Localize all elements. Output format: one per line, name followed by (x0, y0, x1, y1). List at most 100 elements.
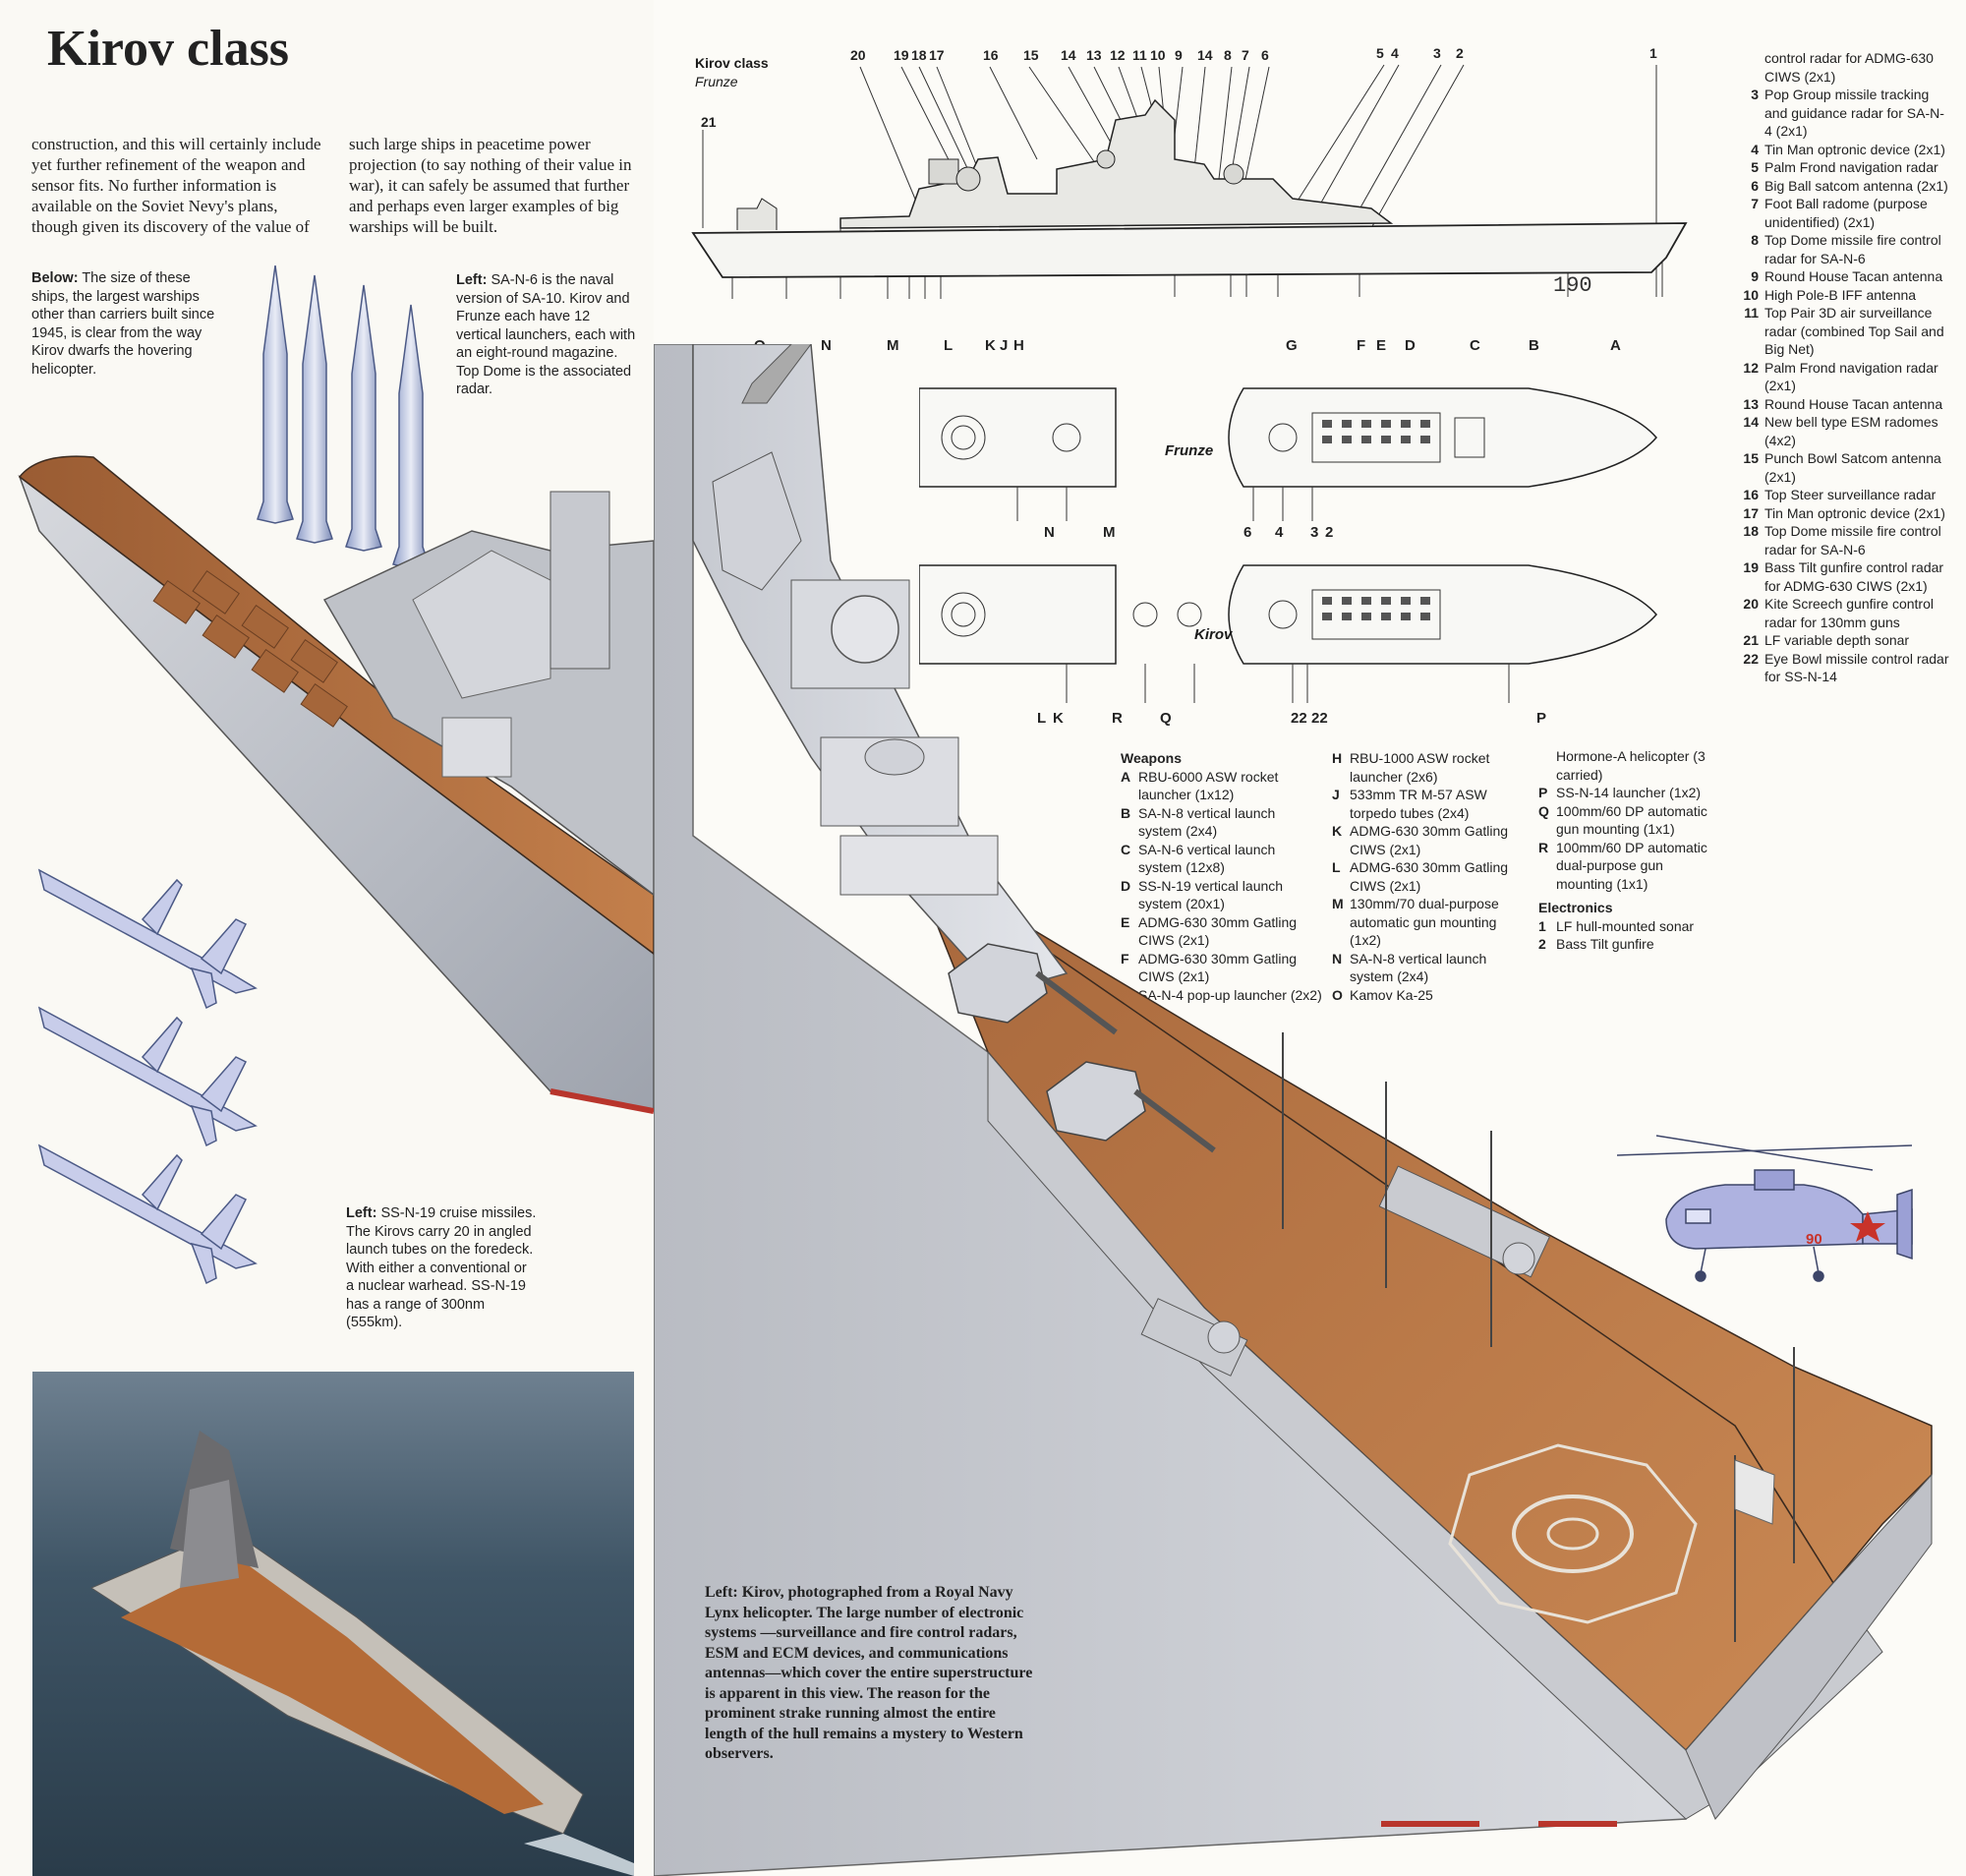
frunze-side-profile-drawing (691, 64, 1688, 299)
callout-3: 3 (1433, 45, 1441, 61)
letter-J: J (1000, 337, 1009, 354)
plan-letter-K: K (1053, 710, 1064, 727)
callout-5: 5 (1376, 45, 1384, 61)
caption-sa-n-6: Left: SA-N-6 is the naval version of SA-… (456, 271, 638, 399)
callout-14b: 14 (1197, 47, 1213, 63)
left-page: Kirov class construction, and this will … (0, 0, 654, 1876)
caption-below-label: Below: (31, 270, 79, 286)
callout-11: 11 (1132, 47, 1147, 63)
callout-8: 8 (1224, 47, 1232, 63)
callout-9: 9 (1175, 47, 1183, 63)
ka-25-helicopter-illustration (1617, 1135, 1913, 1282)
plan-letter-22a: 22 (1291, 710, 1307, 727)
plan-letter-R: R (1112, 710, 1123, 727)
callout-17: 17 (929, 47, 945, 63)
callout-4: 4 (1391, 45, 1399, 61)
plan-letter-P: P (1536, 710, 1547, 727)
plan-letter-L: L (1037, 710, 1047, 727)
callout-21: 21 (701, 114, 717, 130)
plan-letter-6: 6 (1243, 524, 1252, 541)
electronics-heading: Electronics (1538, 900, 1613, 915)
kirov-bow-cutaway-illustration (18, 455, 654, 1114)
weapons-heading: Weapons (1121, 750, 1182, 766)
callout-15: 15 (1023, 47, 1039, 63)
key-item: control radar for ADMG-630 CIWS (2x1) (1764, 50, 1934, 85)
plan-letter-2: 2 (1325, 524, 1334, 541)
profile-class-label: Kirov class (695, 55, 769, 71)
callout-20: 20 (850, 47, 866, 63)
letter-G: G (1286, 337, 1298, 354)
letter-A: A (1610, 337, 1621, 354)
letter-C: C (1470, 337, 1480, 354)
letter-D: D (1405, 337, 1416, 354)
plan-letter-4: 4 (1275, 524, 1284, 541)
letter-H: H (1013, 337, 1024, 354)
caption-below: Below: The size of these ships, the larg… (31, 269, 228, 379)
caption-sa-text: SA-N-6 is the naval version of SA-10. Ki… (456, 272, 636, 397)
callout-1: 1 (1649, 45, 1657, 61)
plan-letter-22b: 22 (1311, 710, 1328, 727)
plan-kirov-label: Kirov (1194, 626, 1233, 643)
plan-letter-3: 3 (1310, 524, 1319, 541)
caption-ss-n-19: Left: SS-N-19 cruise missiles. The Kirov… (346, 1204, 538, 1332)
callout-6: 6 (1261, 47, 1269, 63)
page-title: Kirov class (47, 21, 290, 77)
plan-frunze-label: Frunze (1165, 442, 1214, 459)
plan-letter-Q: Q (1160, 710, 1172, 727)
plan-letter-N: N (1044, 524, 1055, 541)
helicopter-number: 90 (1806, 1231, 1822, 1248)
callout-2: 2 (1456, 45, 1464, 61)
callout-10: 10 (1150, 47, 1166, 63)
caption-ssn-label: Left: (346, 1205, 377, 1221)
profile-ship-label: Frunze (695, 74, 738, 89)
callout-19: 19 (894, 47, 909, 63)
kirov-stern-cutaway-illustration (654, 344, 1933, 1876)
callout-14: 14 (1061, 47, 1076, 63)
photo-caption: Left: Kirov, photographed from a Royal N… (705, 1584, 1033, 1762)
caption-below-text: The size of these ships, the largest war… (31, 270, 215, 378)
plan-letter-M: M (1103, 524, 1116, 541)
weapon-item: Hormone-A helicopter (3 carried) (1556, 748, 1706, 783)
ss-n-19-missiles-illustration (37, 868, 258, 1285)
kirov-photograph (32, 1372, 634, 1876)
letter-F: F (1357, 337, 1366, 354)
letter-L: L (944, 337, 954, 354)
letter-E: E (1376, 337, 1387, 354)
body-column-1: construction, and this will certainly in… (31, 135, 321, 236)
callout-12: 12 (1110, 47, 1126, 63)
